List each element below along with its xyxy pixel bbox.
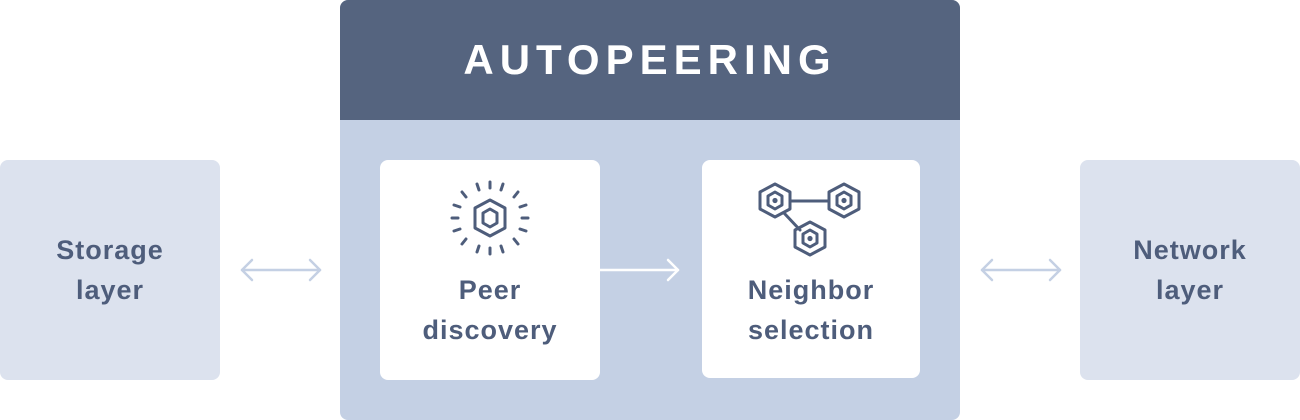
neighbor-selection-card: Neighbor selection xyxy=(702,160,920,378)
storage-autopeering-arrow xyxy=(240,258,322,282)
discovery-to-selection-arrow xyxy=(598,258,680,282)
storage-layer-box: Storage layer xyxy=(0,160,220,380)
peer-discovery-card: Peer discovery xyxy=(380,160,600,380)
neighbor-selection-label: Neighbor selection xyxy=(747,275,875,345)
autopeering-header: AUTOPEERING xyxy=(340,0,960,120)
peer-discovery-label: Peer discovery xyxy=(422,275,558,345)
hexagon-burst-icon xyxy=(450,180,530,256)
network-layer-label: Network layer xyxy=(1133,235,1247,305)
storage-layer-label: Storage layer xyxy=(56,235,164,305)
network-layer-box: Network layer xyxy=(1080,160,1300,380)
autopeering-title: AUTOPEERING xyxy=(463,36,837,83)
autopeering-network-arrow xyxy=(980,258,1062,282)
connected-hexagons-icon xyxy=(758,182,861,257)
